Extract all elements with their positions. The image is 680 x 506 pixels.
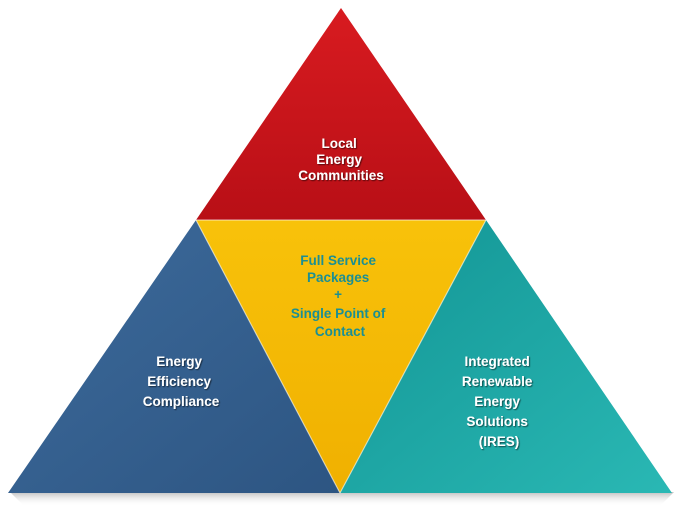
top-label-line: Energy bbox=[316, 152, 362, 167]
right-label-line: (IRES) bbox=[479, 434, 520, 449]
pyramid-ground-shadow bbox=[10, 492, 674, 506]
right-triangle bbox=[340, 220, 672, 493]
right-label-line: Renewable bbox=[462, 374, 533, 389]
left-label-line: Energy bbox=[156, 354, 202, 369]
right-label: Integrated Renewable Energy Solutions (I… bbox=[462, 354, 536, 449]
left-label-line: Efficiency bbox=[147, 374, 211, 389]
top-triangle bbox=[196, 8, 486, 220]
center-label-line: Contact bbox=[315, 324, 366, 339]
right-label-line: Solutions bbox=[466, 414, 528, 429]
center-label-line: Full Service bbox=[300, 253, 376, 268]
center-triangle bbox=[196, 220, 486, 493]
right-label-line: Energy bbox=[474, 394, 520, 409]
section-dividers bbox=[195, 219, 487, 494]
center-label-line: + bbox=[334, 287, 342, 302]
left-label-line: Compliance bbox=[143, 394, 220, 409]
left-label: Energy Efficiency Compliance bbox=[143, 354, 220, 409]
top-label: Local Energy Communities bbox=[298, 136, 384, 183]
top-label-line: Communities bbox=[298, 168, 384, 183]
left-triangle bbox=[8, 220, 340, 493]
center-label-line: Single Point of bbox=[291, 306, 386, 321]
right-label-line: Integrated bbox=[464, 354, 529, 369]
top-label-line: Local bbox=[321, 136, 356, 151]
center-label: Full Service Packages + Single Point of … bbox=[291, 253, 389, 339]
center-label-line: Packages bbox=[307, 270, 369, 285]
